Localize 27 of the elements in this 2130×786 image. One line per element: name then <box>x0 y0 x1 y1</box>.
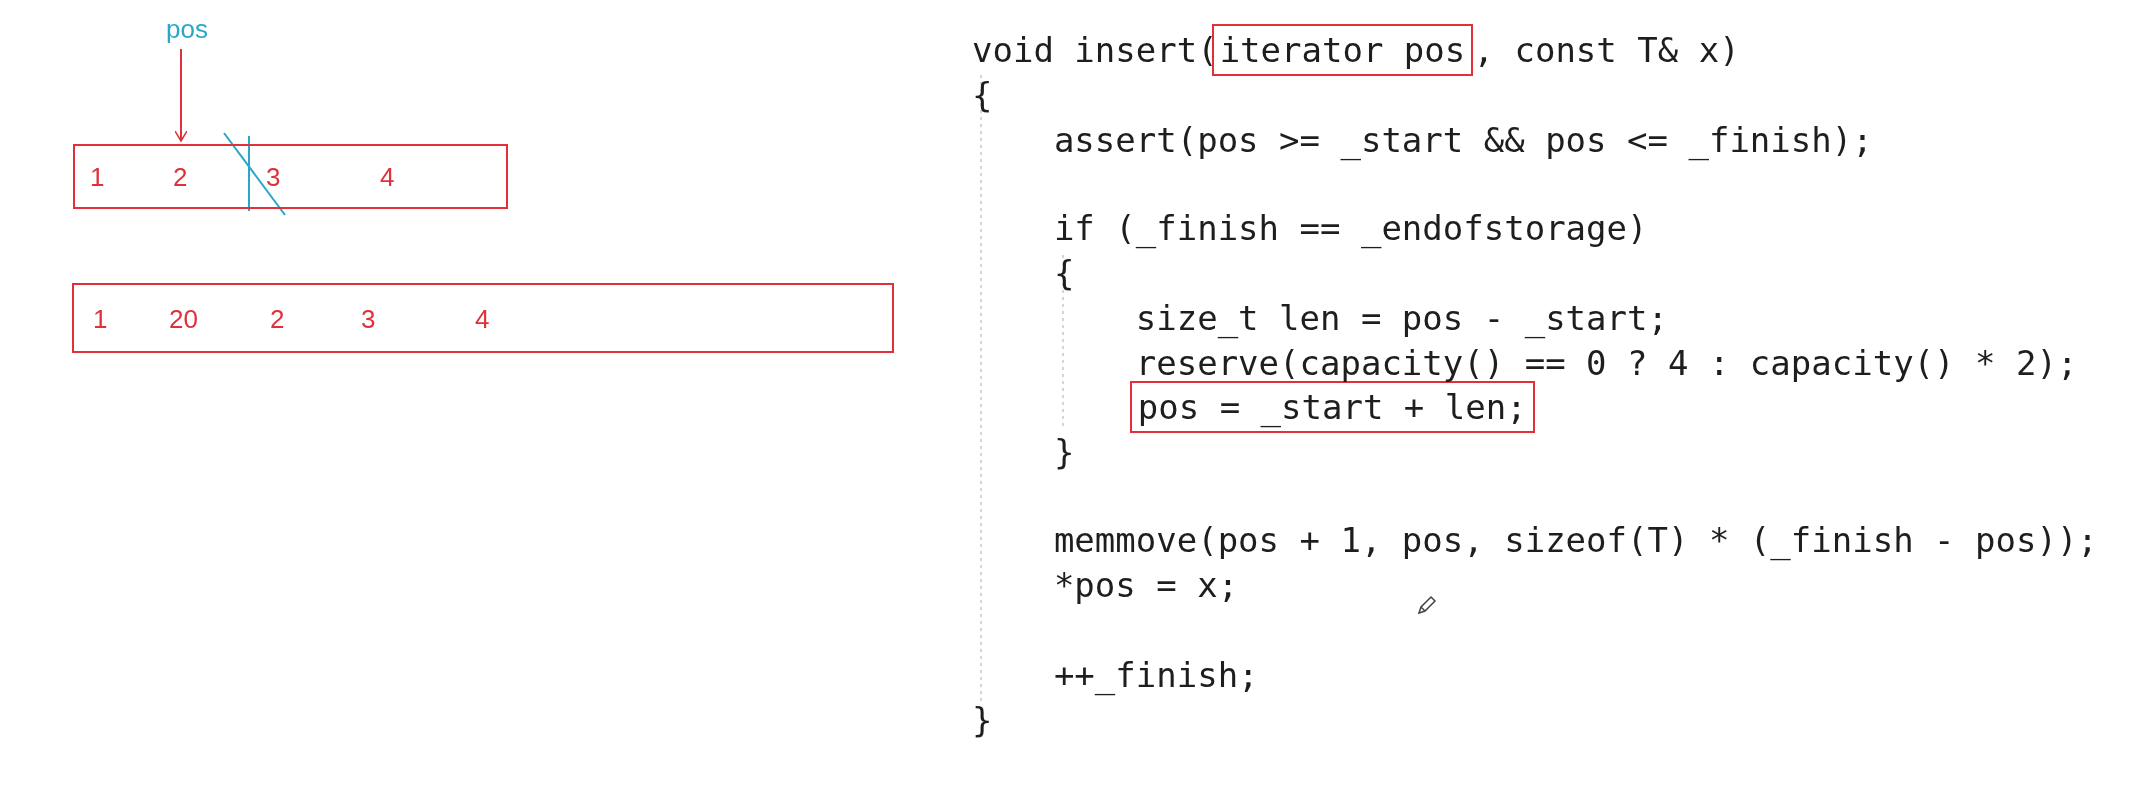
code-line: memmove(pos + 1, pos, sizeof(T) * (_finish - pos)); <box>1053 520 2098 560</box>
pointer-label: pos <box>166 14 208 45</box>
array-element: 4 <box>380 162 395 193</box>
highlighted-code: pos = _start + len; <box>1129 381 1535 433</box>
code-line: { <box>972 75 993 115</box>
array-element: 2 <box>270 304 285 335</box>
code-line: } <box>972 700 993 740</box>
code-line: size_t len = pos - _start; <box>1135 298 1668 338</box>
array-element: 3 <box>266 162 281 193</box>
code-line: ++_finish; <box>1053 655 1259 695</box>
arrow <box>174 48 188 142</box>
code-line: *pos = x; <box>1053 565 1239 605</box>
code-line: reserve(capacity() == 0 ? 4 : capacity() * 2); <box>1135 343 2078 383</box>
array-box <box>73 144 508 209</box>
array-element: 20 <box>169 304 198 335</box>
array-element: 3 <box>361 304 376 335</box>
code-line: { <box>1053 253 1075 293</box>
array-element: 4 <box>475 304 490 335</box>
code-line: , const T& x) <box>1473 30 1740 70</box>
code-line: if (_finish == _endofstorage) <box>1053 208 1648 248</box>
code-line: } <box>1053 432 1075 472</box>
array-box <box>72 283 894 353</box>
array-element: 1 <box>93 304 108 335</box>
code-line: assert(pos >= _start && pos <= _finish); <box>1053 120 1873 160</box>
array-element: 1 <box>90 162 105 193</box>
highlighted-code: iterator pos <box>1211 24 1474 76</box>
array-element: 2 <box>173 162 188 193</box>
